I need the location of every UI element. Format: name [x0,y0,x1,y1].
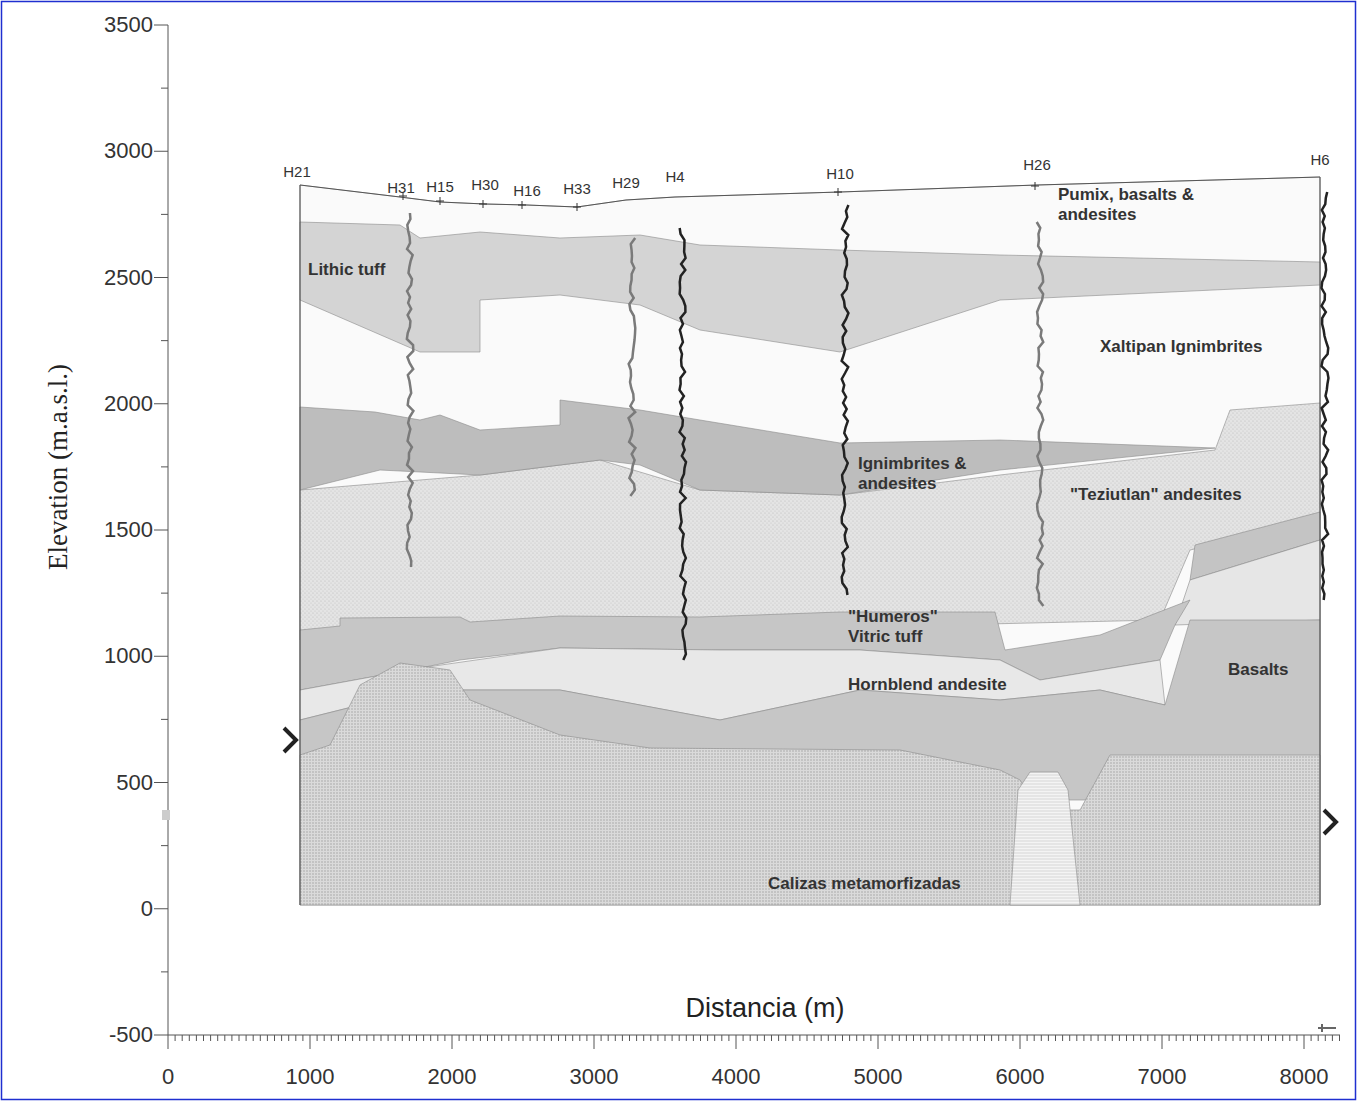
well-label: H4 [665,168,684,185]
axis-tick-label: 1000 [104,643,153,669]
section-end-marker [284,728,296,752]
pumice-unit [300,177,1320,905]
well-label: H10 [826,165,854,182]
well-trace [842,205,849,595]
well-label: H29 [612,174,640,191]
well-marker [1031,182,1039,190]
well-label: H33 [563,180,591,197]
well-label: H16 [513,182,541,199]
well-marker [834,188,842,196]
well-trace [1037,222,1044,606]
axis-title: Elevation (m.a.s.l.) [43,364,74,570]
axis-tick-label: 3000 [570,1064,619,1090]
well-marker [573,203,581,211]
small-mark [162,810,170,820]
light-unit [1175,540,1320,625]
axis-tick-label: 6000 [996,1064,1045,1090]
unit-label: Xaltipan Ignimbrites [1100,337,1262,357]
axis-tick-label: 2000 [104,391,153,417]
well-label: H21 [283,163,311,180]
well-marker [436,197,444,205]
section-edge [300,177,1320,905]
well-trace [680,228,687,660]
well-trace [407,213,414,567]
axis-tick-label: 0 [141,896,153,922]
limestone-unit [300,663,1320,905]
unit-label: Hornblend andesite [848,675,1007,695]
unit-label: Pumix, basalts & andesites [1058,185,1218,226]
section-end-marker [1324,810,1336,834]
axis-title: Distancia (m) [685,993,844,1024]
unit-label: Calizas metamorfizadas [768,874,961,894]
well-marker [518,201,526,209]
well-label: H26 [1023,156,1051,173]
axis-tick-label: 8000 [1280,1064,1329,1090]
axis-tick-label: 500 [116,770,153,796]
well-label: H15 [426,178,454,195]
axis-tick-label: 1500 [104,517,153,543]
unit-label: Basalts [1228,660,1288,680]
ignimbrite-unit [300,400,1215,495]
axis-tick-label: 2000 [428,1064,477,1090]
lithic-tuff-unit [300,222,1320,352]
axis-tick-label: 7000 [1138,1064,1187,1090]
unit-label: Ignimbrites & andesites [858,454,988,495]
well-label: H30 [471,176,499,193]
well-label: H31 [387,179,415,196]
axis-tick-label: 1000 [286,1064,335,1090]
axis-tick-label: -500 [109,1022,153,1048]
axes [154,25,1340,1049]
axis-tick-label: 4000 [712,1064,761,1090]
unit-label: "Humeros" Vitric tuff [848,607,978,648]
small-mark [1318,1024,1336,1032]
intrusion-unit [1010,772,1080,905]
well-trace [629,238,636,496]
axis-tick-label: 0 [162,1064,174,1090]
unit-label: Lithic tuff [308,260,385,280]
axis-tick-label: 3500 [104,12,153,38]
well-trace [1322,192,1329,600]
well-label: H6 [1310,151,1329,168]
axis-tick-label: 5000 [854,1064,903,1090]
axis-tick-label: 3000 [104,138,153,164]
unit-label: "Teziutlan" andesites [1070,485,1242,505]
axis-tick-label: 2500 [104,265,153,291]
well-marker [479,200,487,208]
